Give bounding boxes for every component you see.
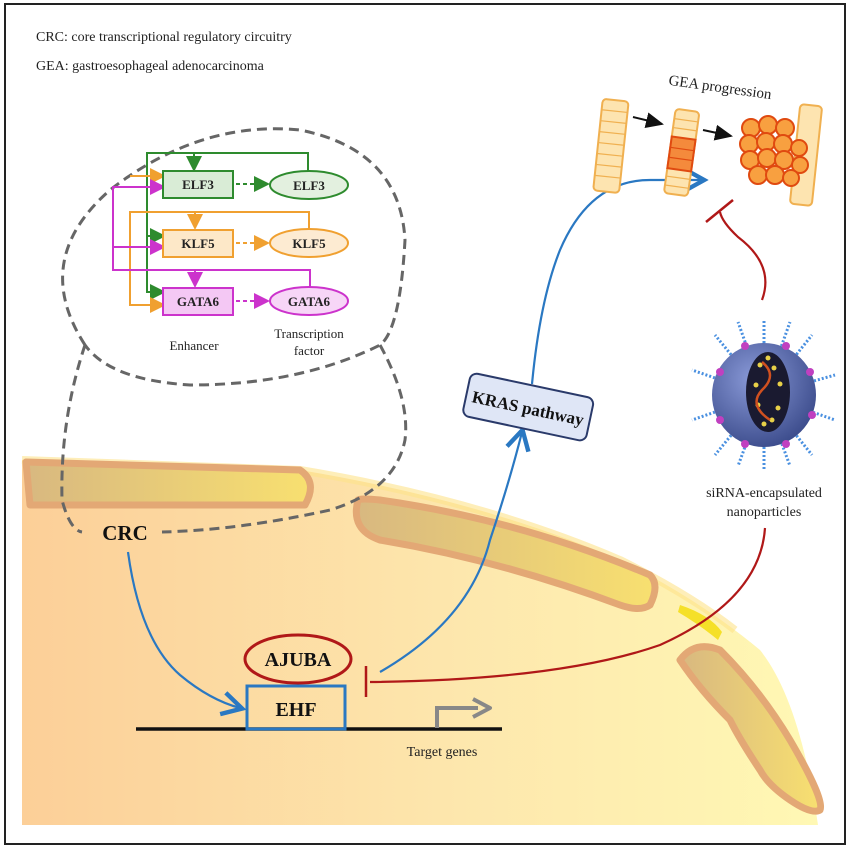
factor-klf5-label: KLF5 [292, 236, 326, 251]
nanoparticle-label-line1: siRNA-encapsulated [706, 486, 822, 501]
enhancer-caption: Enhancer [169, 338, 219, 353]
cell-elongated-1 [22, 458, 314, 509]
nanoparticle-label-line2: nanoparticles [727, 505, 802, 520]
progression-arrow-2 [702, 124, 733, 141]
ajuba-node: AJUBA [243, 633, 353, 685]
tissue-membrane [21, 456, 738, 634]
factor-caption-line2: factor [294, 343, 325, 358]
epithelium-normal [592, 98, 630, 194]
factor-gata6: GATA6 [269, 286, 349, 316]
progression-arrow-1 [632, 112, 664, 129]
enhancer-gata6: GATA6 [162, 287, 234, 316]
enhancer-klf5: KLF5 [162, 229, 234, 258]
kras-pathway-node: KRAS pathway [462, 372, 595, 442]
ehf-label: EHF [275, 699, 316, 721]
factor-caption-line1: Transcription [274, 326, 344, 341]
tissue-body [22, 460, 818, 825]
crc-label: CRC [102, 521, 148, 545]
legend-crc: CRC: core transcriptional regulatory cir… [36, 30, 292, 45]
target-genes-label: Target genes [407, 745, 478, 760]
factor-klf5: KLF5 [269, 228, 349, 258]
epithelium-dysplasia [663, 108, 700, 197]
ehf-to-kras-arrow [379, 432, 522, 673]
epithelium-carcinoma [739, 103, 823, 207]
enhancer-gata6-label: GATA6 [177, 294, 220, 309]
factor-elf3-label: ELF3 [293, 178, 325, 193]
ehf-node: EHF [245, 684, 347, 731]
circuitry-outline [60, 127, 408, 534]
nanoparticle-inhibits-ajuba [369, 527, 767, 684]
tumor-cluster [739, 115, 809, 187]
ajuba-label: AJUBA [265, 649, 332, 671]
factor-gata6-label: GATA6 [288, 294, 331, 309]
transcription-start-arrow [435, 697, 492, 728]
enhancer-elf3: ELF3 [162, 170, 234, 199]
enhancer-klf5-label: KLF5 [181, 236, 215, 251]
tissue-illustration [21, 456, 825, 825]
cell-elongated-3 [676, 643, 825, 815]
inhibition-bar-gea [705, 199, 734, 223]
crc-to-ehf-arrow [126, 551, 240, 708]
gea-progression-label: GEA progression [668, 73, 773, 103]
kras-to-gea-arrow [530, 180, 702, 385]
cell-elongated-2 [352, 495, 659, 612]
sirna-nanoparticle-icon [691, 320, 836, 470]
enhancer-elf3-label: ELF3 [182, 177, 214, 192]
nanoparticle-inhibits-gea-line [718, 211, 767, 301]
factor-elf3: ELF3 [269, 170, 349, 200]
legend-gea: GEA: gastroesophageal adenocarcinoma [36, 59, 264, 74]
circuitry-connectors [112, 152, 311, 313]
